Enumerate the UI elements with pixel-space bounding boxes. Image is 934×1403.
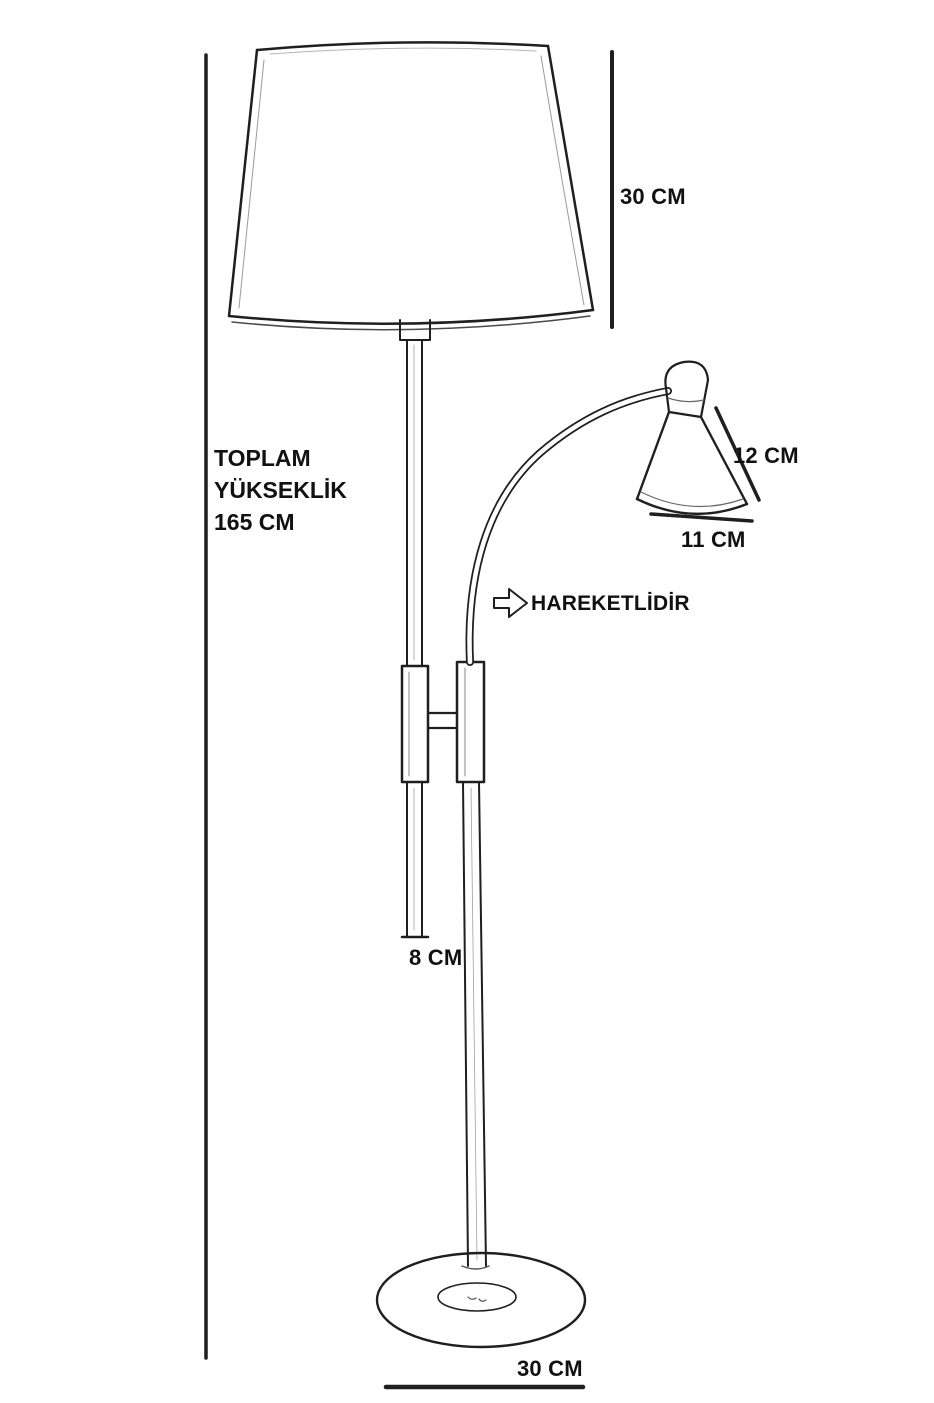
pole-connector <box>426 711 459 730</box>
label-total-height-line2: YÜKSEKLİK <box>214 477 347 503</box>
label-movable: HAREKETLİDİR <box>531 592 690 615</box>
right-pole <box>455 660 487 1267</box>
label-base-width: 30 CM <box>517 1356 583 1381</box>
shade-socket <box>399 319 431 341</box>
label-total-height-line3: 165 CM <box>214 509 295 535</box>
label-total-height: TOPLAM YÜKSEKLİK 165 CM <box>214 442 347 538</box>
main-pole <box>400 339 430 939</box>
label-head-height: 12 CM <box>733 443 799 468</box>
reading-lamp-head <box>635 360 749 516</box>
label-total-height-line1: TOPLAM <box>214 445 311 471</box>
gooseneck-arm <box>465 387 672 666</box>
arrow-right-icon <box>493 588 528 618</box>
label-shade-height: 30 CM <box>620 184 686 209</box>
head-height-dimension-line <box>714 406 761 502</box>
head-width-dimension-line <box>649 512 754 523</box>
label-head-width: 11 CM <box>681 527 746 552</box>
label-pole-offset: 8 CM <box>409 945 463 970</box>
lampshade <box>227 41 595 331</box>
lamp-base <box>375 1251 587 1349</box>
